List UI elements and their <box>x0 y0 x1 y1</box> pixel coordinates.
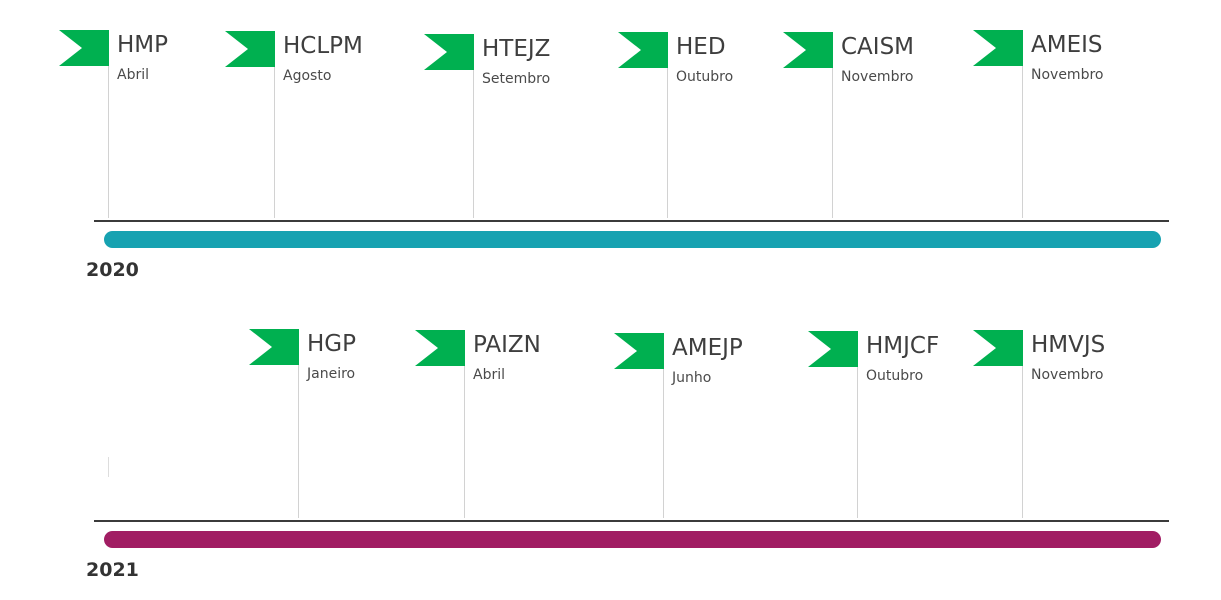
milestone-code: HTEJZ <box>482 36 551 62</box>
flag-icon <box>424 34 474 70</box>
milestone-month: Novembro <box>1031 367 1104 383</box>
milestone-marker: HMJCF Outubro <box>808 300 1048 522</box>
milestone-month: Abril <box>473 367 505 383</box>
milestone-marker: HGP Janeiro <box>249 300 489 522</box>
flag-icon <box>783 32 833 68</box>
milestone-month: Outubro <box>866 368 924 384</box>
milestone-marker: HMVJS Novembro <box>973 300 1213 522</box>
milestone-code: AMEIS <box>1031 32 1103 58</box>
flag-icon <box>415 330 465 366</box>
marker-pole <box>857 367 858 518</box>
flag-icon <box>973 30 1023 66</box>
milestone-month: Junho <box>672 370 712 386</box>
milestone-marker: AMEIS Novembro <box>973 0 1213 222</box>
marker-pole <box>667 68 668 218</box>
marker-pole <box>298 365 299 518</box>
milestone-marker: CAISM Novembro <box>783 0 1023 222</box>
milestone-code: HMJCF <box>866 333 940 359</box>
milestone-marker: AMEJP Junho <box>614 300 854 522</box>
timeline-2020: HMP Abril HCLPM Agosto HTEJZ Setembro HED Outub… <box>59 0 1213 281</box>
marker-pole <box>274 67 275 218</box>
milestone-month: Abril <box>117 67 149 83</box>
milestone-code: HMP <box>117 32 169 58</box>
flag-icon <box>249 329 299 365</box>
marker-pole <box>1022 66 1023 218</box>
timeline-baseline <box>94 520 1169 522</box>
milestone-month: Setembro <box>482 71 551 87</box>
year-label: 2020 <box>86 259 139 281</box>
milestone-month: Janeiro <box>307 366 356 382</box>
marker-pole <box>108 66 109 218</box>
marker-pole <box>464 366 465 518</box>
milestone-marker: HED Outubro <box>618 0 858 222</box>
milestone-marker: HCLPM Agosto <box>225 0 465 222</box>
flag-icon <box>225 31 275 67</box>
marker-pole <box>1022 366 1023 518</box>
flag-icon <box>973 330 1023 366</box>
timeline-baseline <box>94 220 1169 222</box>
flag-icon <box>618 32 668 68</box>
timeline-2021: HGP Janeiro PAIZN Abril AMEJP Junho HMJCF Outub… <box>0 300 1221 600</box>
milestone-marker: HMP Abril <box>59 0 299 222</box>
marker-pole <box>832 68 833 218</box>
milestone-month: Outubro <box>676 69 734 85</box>
milestone-code: HGP <box>307 331 356 357</box>
milestone-marker: PAIZN Abril <box>415 300 655 522</box>
milestone-marker: HTEJZ Setembro <box>424 0 664 222</box>
milestone-month: Novembro <box>1031 67 1104 83</box>
flag-icon <box>59 30 109 66</box>
milestone-month: Agosto <box>283 68 332 84</box>
flag-icon <box>614 333 664 369</box>
year-bar <box>104 231 1161 248</box>
year-label: 2021 <box>86 559 139 581</box>
marker-pole <box>663 369 664 518</box>
milestone-code: HED <box>676 34 726 60</box>
year-bar <box>104 531 1161 548</box>
flag-icon <box>808 331 858 367</box>
marker-pole <box>473 70 474 218</box>
milestone-code: CAISM <box>841 34 915 60</box>
milestone-code: PAIZN <box>473 332 541 358</box>
faint-tick <box>108 457 109 477</box>
milestone-month: Novembro <box>841 69 914 85</box>
milestone-code: HMVJS <box>1031 332 1106 358</box>
milestone-code: AMEJP <box>672 335 743 361</box>
milestone-code: HCLPM <box>283 33 363 59</box>
